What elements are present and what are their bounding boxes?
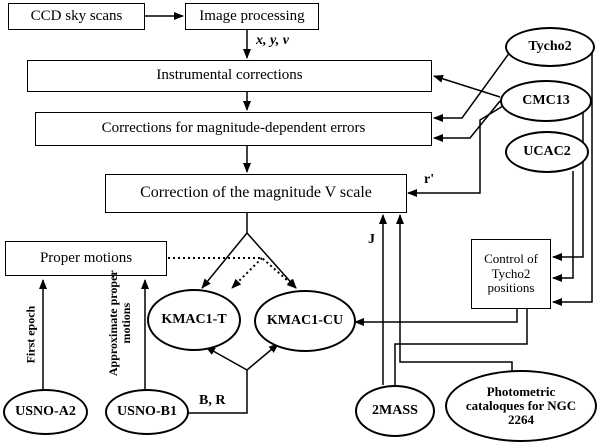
tycho2-node: Tycho2: [505, 27, 595, 67]
line-cmc13-to-magnitude: [433, 100, 501, 142]
line-cmc13-to-vscale: [407, 105, 504, 197]
line-ucac2-to-control: [552, 171, 574, 282]
proper-motions-box: Proper motions: [5, 241, 167, 276]
usno-b1-node: USNO-B1: [105, 389, 189, 435]
arrow-br-to-kmac1cu: [246, 343, 279, 371]
ccd-sky-scans-box: CCD sky scans: [8, 3, 145, 30]
instrumental-corrections-box: Instrumental corrections: [27, 60, 432, 92]
line-control-to-kmac1cu: [354, 309, 518, 326]
ucac2-node: UCAC2: [505, 131, 589, 173]
j-label: J: [368, 232, 375, 247]
first-epoch-label: First epoch: [23, 305, 38, 364]
arrow-fork-to-kmac1t: [201, 232, 248, 289]
arrow-br-to-kmac1t: [205, 346, 248, 371]
magnitude-v-scale-box: Correction of the magnitude V scale: [105, 174, 407, 213]
arrow-fork-to-kmac1cu: [246, 232, 297, 289]
cmc13-node: CMC13: [500, 80, 592, 122]
kmac1-cu-node: KMAC1-CU: [254, 290, 356, 352]
line-cmc13-to-instrumental: [433, 74, 501, 98]
control-tycho2-box: Control of Tycho2 positions: [471, 239, 551, 309]
usno-a2-node: USNO-A2: [3, 389, 88, 435]
line-tycho2-to-control: [552, 53, 593, 306]
approx-proper-motions-label: Approximate proper motions: [105, 270, 133, 377]
2mass-node: 2MASS: [355, 385, 435, 437]
b-r-label: B, R: [199, 393, 226, 408]
magnitude-errors-box: Corrections for magnitude-dependent erro…: [35, 112, 432, 146]
photometric-catalogues-node: Photometric cataloques for NGC 2264: [445, 370, 597, 442]
image-processing-box: Image processing: [185, 3, 319, 30]
dotted-pm-to-kmac1: [168, 257, 297, 289]
line-usnob1-to-kmac1: [185, 370, 248, 414]
dotted-fork-branch: [231, 257, 263, 289]
line-tycho2-to-magnitude: [433, 51, 511, 122]
line-2mass-to-control: [394, 309, 528, 385]
r-prime-label: r': [424, 172, 435, 187]
kmac1-t-node: KMAC1-T: [147, 289, 241, 351]
line-cmc13-to-control-2: [552, 103, 584, 261]
line-photometric-to-vscale: [396, 214, 513, 371]
xyv-label: x, y, v: [256, 33, 289, 48]
